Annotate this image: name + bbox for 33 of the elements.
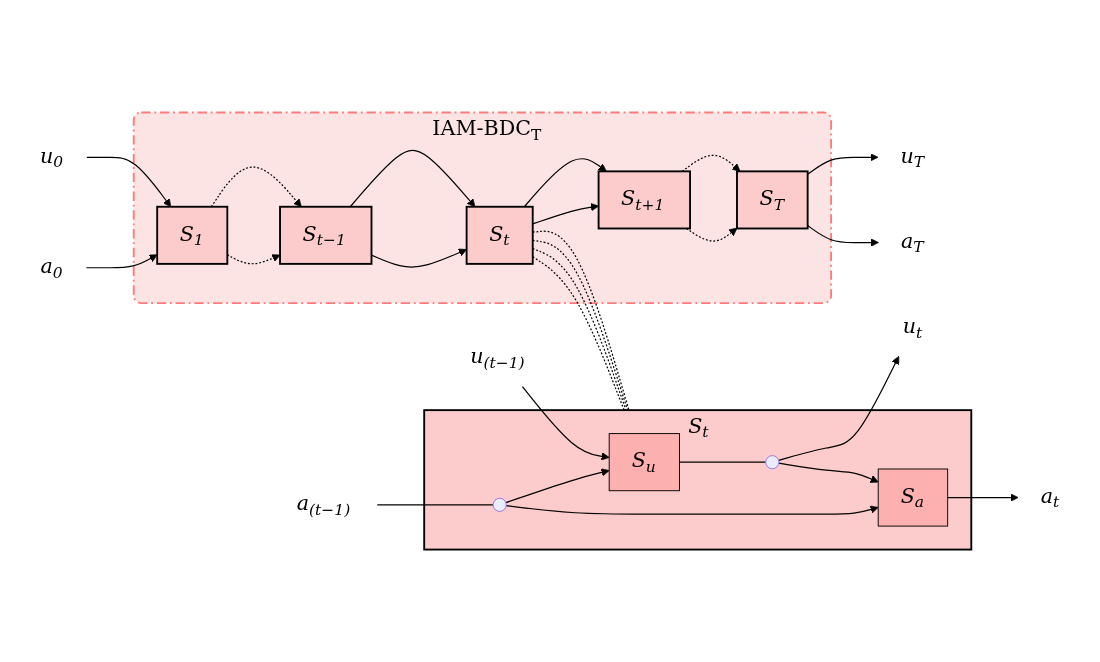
arrow [505, 504, 879, 515]
node-text: a$_{0}$ [40, 254, 63, 282]
arrow [85, 254, 158, 269]
node-text: u$_{0}$ [40, 143, 64, 171]
node-circle [765, 455, 780, 470]
node-text: u$_{T}$ [900, 143, 925, 171]
arrow [532, 203, 599, 225]
arrow [807, 224, 879, 247]
arrow [349, 149, 476, 208]
arrow [505, 468, 610, 504]
arrow [521, 386, 610, 461]
node-circle [492, 497, 507, 512]
arrow [807, 153, 879, 175]
node-box: S$_{t−1}$ [279, 205, 373, 265]
arrow [86, 156, 172, 208]
node-text: u$_{t}$ [902, 314, 923, 342]
node-text: a$_{T}$ [901, 228, 924, 257]
node-box: S$_{a}$ [877, 468, 949, 527]
node-box: S$_{t+1}$ [597, 170, 691, 230]
node-box: S$_{T}$ [736, 170, 809, 230]
node-box: S$_{t}$ [465, 205, 534, 265]
node-text: u$_{(t−1)}$ [470, 344, 525, 372]
connector [678, 461, 767, 463]
node-text: a$_{(t−1)}$ [296, 491, 351, 519]
connector [376, 504, 494, 506]
arrow [523, 158, 607, 208]
node-text: a$_{t}$ [1040, 483, 1060, 512]
arrow [778, 462, 879, 483]
node-box: S$_{u}$ [608, 433, 680, 492]
arrow [778, 355, 900, 461]
node-box: S$_{1}$ [156, 205, 229, 265]
arrow [210, 166, 302, 208]
arrow [947, 493, 1019, 502]
